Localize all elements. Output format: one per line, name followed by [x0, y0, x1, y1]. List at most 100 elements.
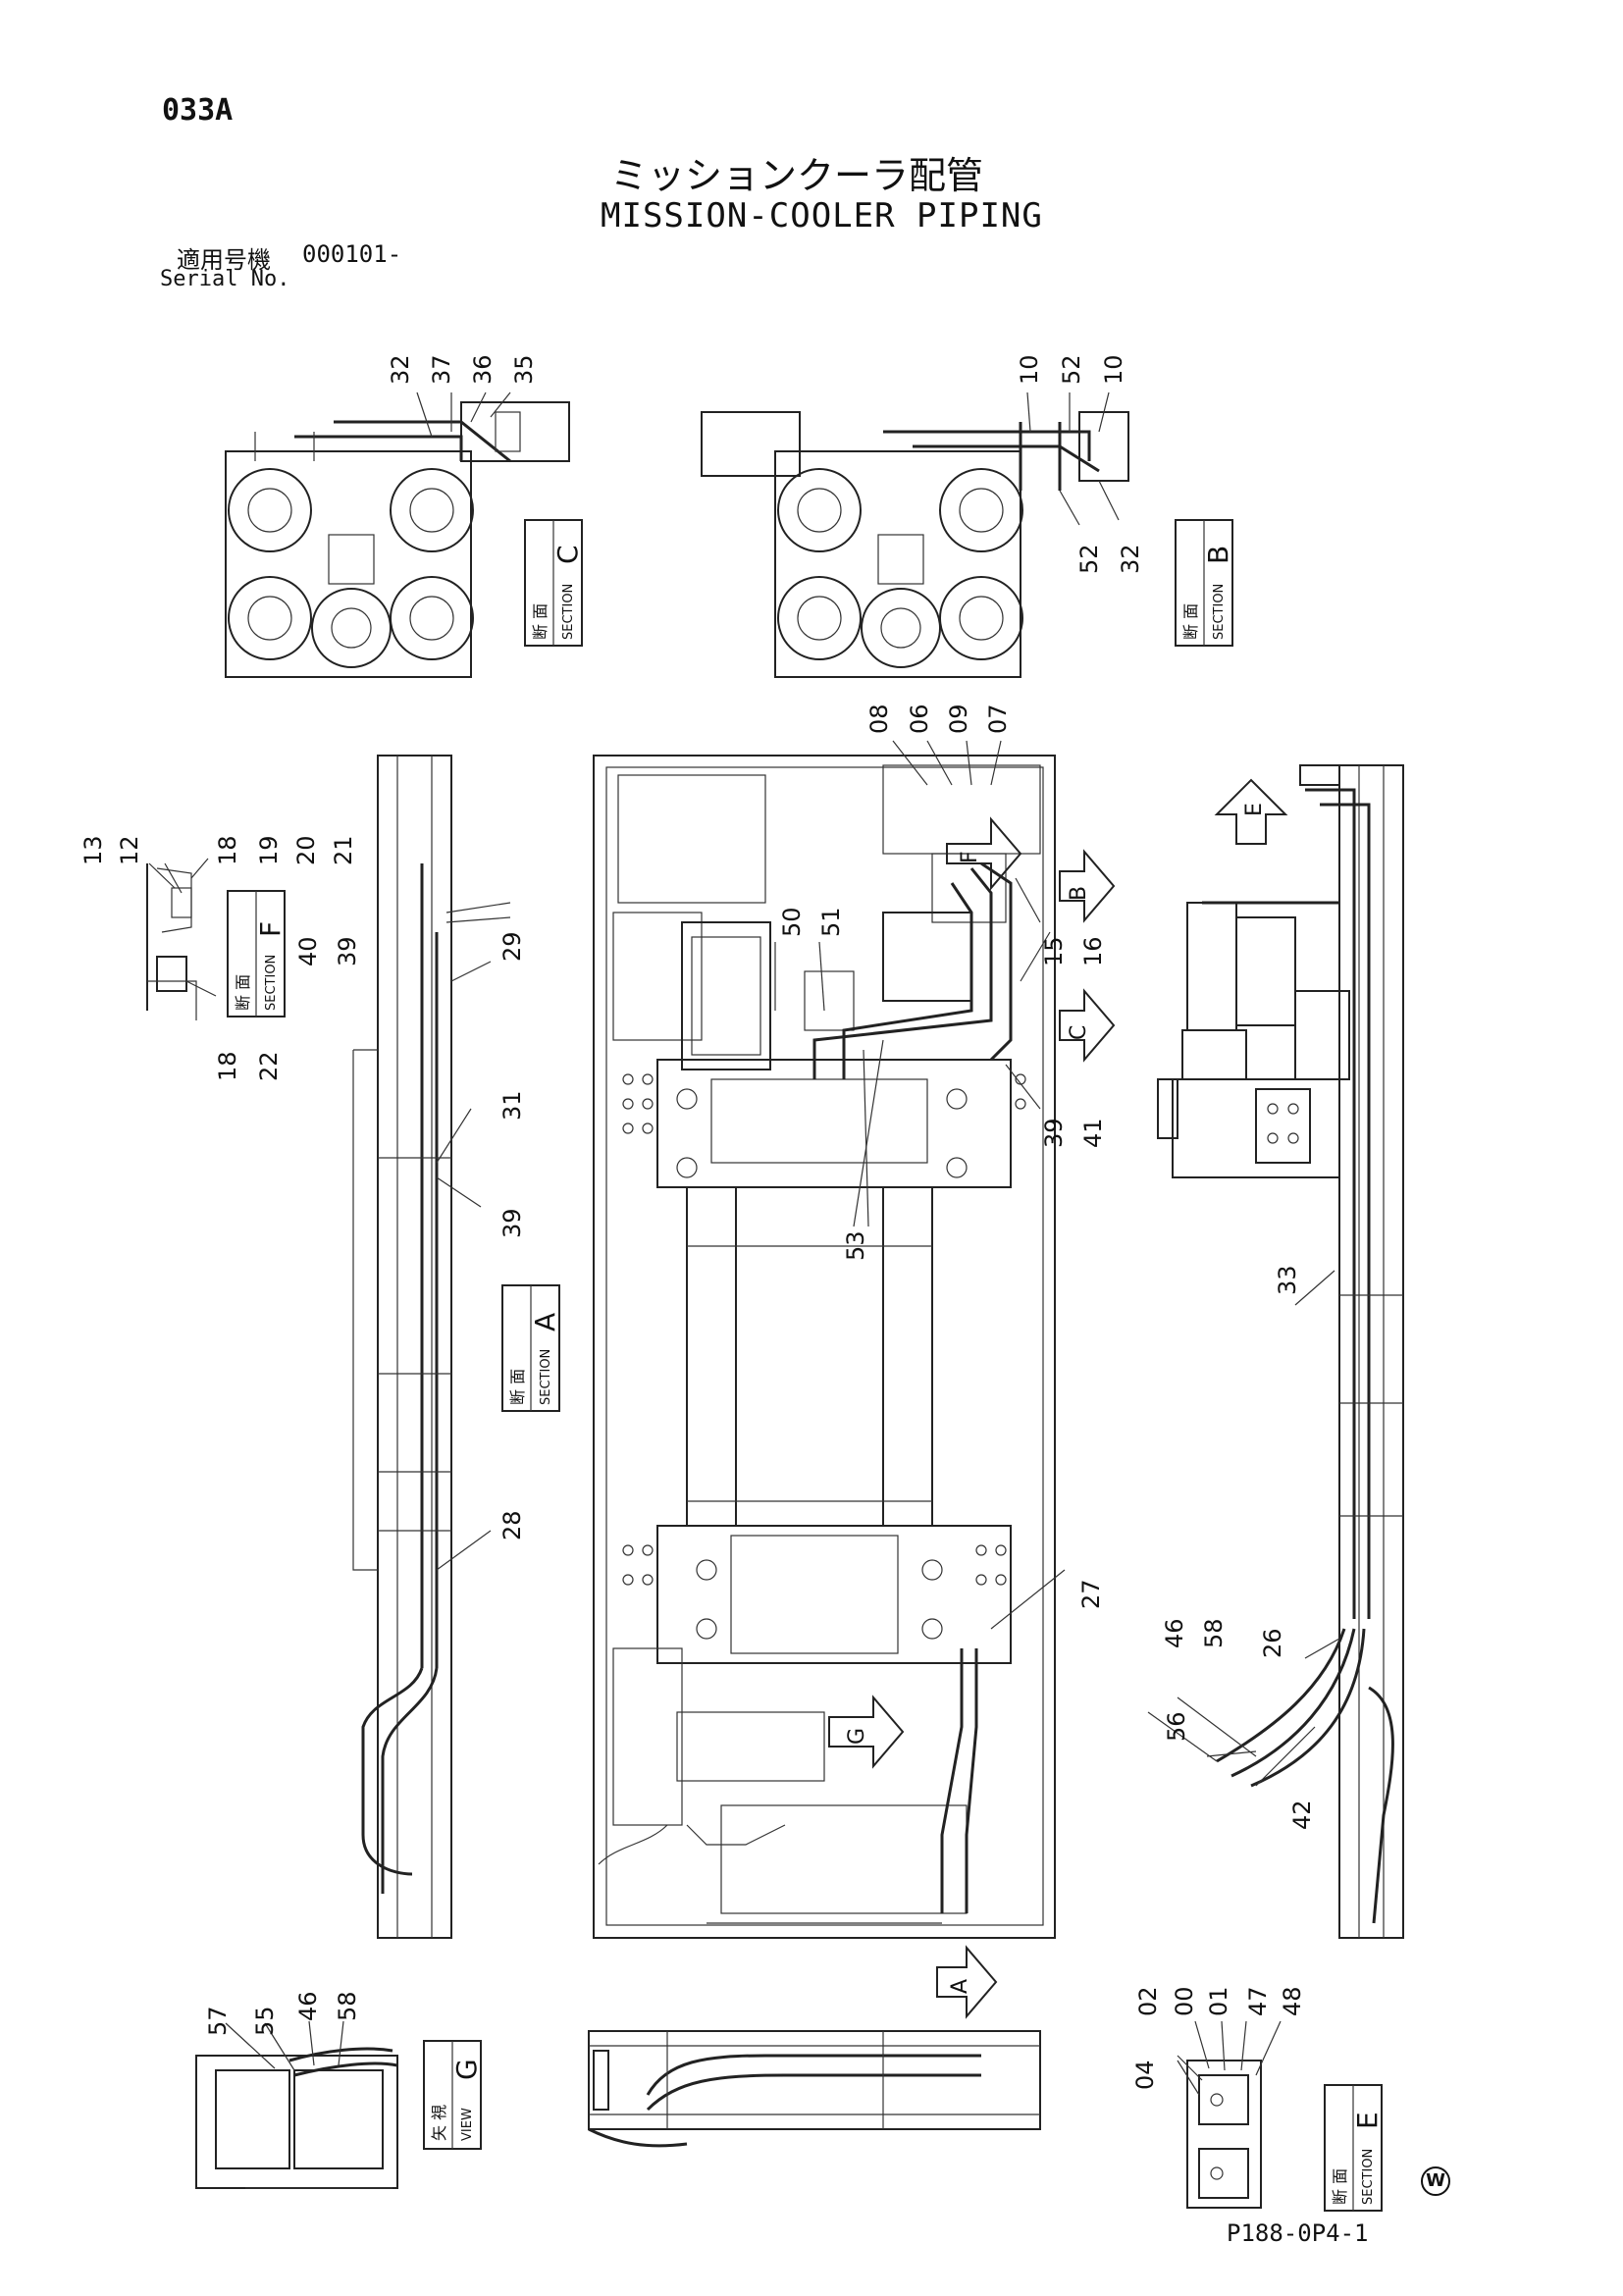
section-b-view: [701, 391, 1129, 678]
callout-19-f: 19: [255, 835, 283, 865]
serial-label-english: Serial No.: [160, 267, 290, 291]
callout-42-right: 42: [1288, 1800, 1316, 1830]
section-a-label: [501, 1284, 560, 1412]
section-f-jp: 断 面: [234, 974, 252, 1011]
callout-33-right: 33: [1274, 1265, 1301, 1295]
callout-36-c: 36: [469, 354, 497, 385]
section-e-jp: 断 面: [1331, 2168, 1349, 2205]
section-c-view: [225, 391, 570, 678]
view-g-view: [195, 2020, 398, 2189]
right-side-view: [1147, 764, 1404, 1939]
arrow-f-letter: F: [958, 851, 982, 863]
section-c-letter: C: [551, 545, 584, 564]
section-b-label: [1175, 519, 1233, 647]
callout-37-c: 37: [428, 354, 455, 385]
callout-50-main: 50: [778, 907, 806, 937]
callout-10-b-left: 10: [1016, 354, 1043, 385]
section-c-jp: 断 面: [531, 603, 550, 640]
callout-32-b: 32: [1117, 544, 1144, 574]
callout-32-c: 32: [387, 354, 414, 385]
callout-39-a-top: 39: [334, 936, 361, 966]
callout-22-f: 22: [255, 1051, 283, 1081]
callout-48-e: 48: [1279, 1986, 1306, 2016]
callout-39-a-mid: 39: [498, 1208, 526, 1238]
callout-53-main: 53: [842, 1230, 869, 1261]
section-a-letter: A: [529, 1313, 561, 1331]
callout-09-main: 09: [945, 704, 972, 734]
main-plan-view: [593, 740, 1066, 1939]
arrow-c-letter: C: [1067, 1025, 1091, 1040]
arrow-e: [1214, 778, 1288, 845]
section-f-letter: F: [254, 921, 287, 937]
callout-15-main: 15: [1040, 936, 1068, 966]
callout-01-e: 01: [1205, 1986, 1232, 2016]
callout-12-f: 12: [116, 835, 143, 865]
view-g-jp: 矢 視: [430, 2105, 448, 2141]
section-c-en: SECTION: [561, 584, 576, 640]
section-f-label: [227, 890, 286, 1018]
view-g-en: VIEW: [460, 2108, 475, 2141]
section-f-en: SECTION: [264, 955, 279, 1011]
callout-18-f-top: 18: [214, 835, 241, 865]
callout-29-a: 29: [498, 931, 526, 962]
section-b-letter: B: [1202, 546, 1234, 564]
callout-58-right: 58: [1200, 1618, 1228, 1648]
section-a-view: [352, 755, 511, 1939]
section-e-letter: E: [1351, 2112, 1384, 2129]
callout-58-g: 58: [334, 1991, 361, 2021]
callout-27-main: 27: [1077, 1579, 1105, 1609]
callout-46-g: 46: [294, 1991, 322, 2021]
serial-number-value: 000101-: [302, 240, 402, 268]
callout-00-e: 00: [1171, 1986, 1198, 2016]
callout-08-main: 08: [865, 704, 893, 734]
callout-18-f-bottom: 18: [214, 1051, 241, 1081]
section-e-en: SECTION: [1361, 2149, 1376, 2205]
section-e-label: [1324, 2084, 1383, 2212]
arrow-c: [1059, 988, 1116, 1063]
arrow-b-letter: B: [1067, 886, 1091, 901]
callout-52-b-top: 52: [1058, 354, 1085, 385]
section-c-label: [524, 519, 583, 647]
section-a-jp: 断 面: [508, 1369, 527, 1405]
section-a-en: SECTION: [539, 1349, 553, 1405]
bottom-elevation-view: [588, 2030, 1041, 2148]
serial-label-japanese: 適用号機: [177, 246, 271, 274]
callout-16-main: 16: [1079, 936, 1107, 966]
callout-21-f: 21: [330, 835, 357, 865]
callout-51-main: 51: [817, 907, 845, 937]
callout-39-main: 39: [1040, 1118, 1068, 1148]
section-b-en: SECTION: [1212, 584, 1227, 640]
callout-26-right: 26: [1259, 1628, 1286, 1658]
title-english: MISSION-COOLER PIPING: [601, 196, 1043, 235]
view-g-label: [423, 2040, 482, 2150]
section-b-jp: 断 面: [1181, 603, 1200, 640]
callout-06-main: 06: [906, 704, 933, 734]
arrow-b: [1059, 849, 1116, 923]
callout-13-f: 13: [79, 835, 107, 865]
page-code: 033A: [162, 93, 234, 128]
callout-52-b-bottom: 52: [1075, 544, 1103, 574]
callout-28-a: 28: [498, 1510, 526, 1540]
section-e-view: [1177, 2020, 1282, 2209]
callout-40-a: 40: [294, 936, 322, 966]
callout-57-g: 57: [204, 2006, 232, 2036]
callout-47-e: 47: [1244, 1986, 1272, 2016]
callout-07-main: 07: [984, 704, 1012, 734]
document-code: P188-0P4-1: [1227, 2219, 1369, 2247]
callout-02-e: 02: [1134, 1986, 1162, 2016]
callout-55-g: 55: [251, 2006, 279, 2036]
arrow-g: [828, 1695, 905, 1769]
view-g-letter: G: [450, 2059, 483, 2080]
title-japanese: ミッションクーラ配管: [610, 154, 984, 197]
callout-04-e: 04: [1131, 2060, 1159, 2090]
bolt-pattern: [622, 1073, 1026, 1586]
section-f-view: [146, 858, 217, 1020]
callout-56-right: 56: [1163, 1711, 1190, 1742]
callout-10-b-right: 10: [1100, 354, 1127, 385]
callout-46-right: 46: [1161, 1618, 1188, 1648]
callout-41-main: 41: [1079, 1118, 1107, 1148]
arrow-a-letter: A: [948, 1979, 972, 1994]
callout-31-a: 31: [498, 1090, 526, 1121]
callout-35-c: 35: [510, 354, 538, 385]
